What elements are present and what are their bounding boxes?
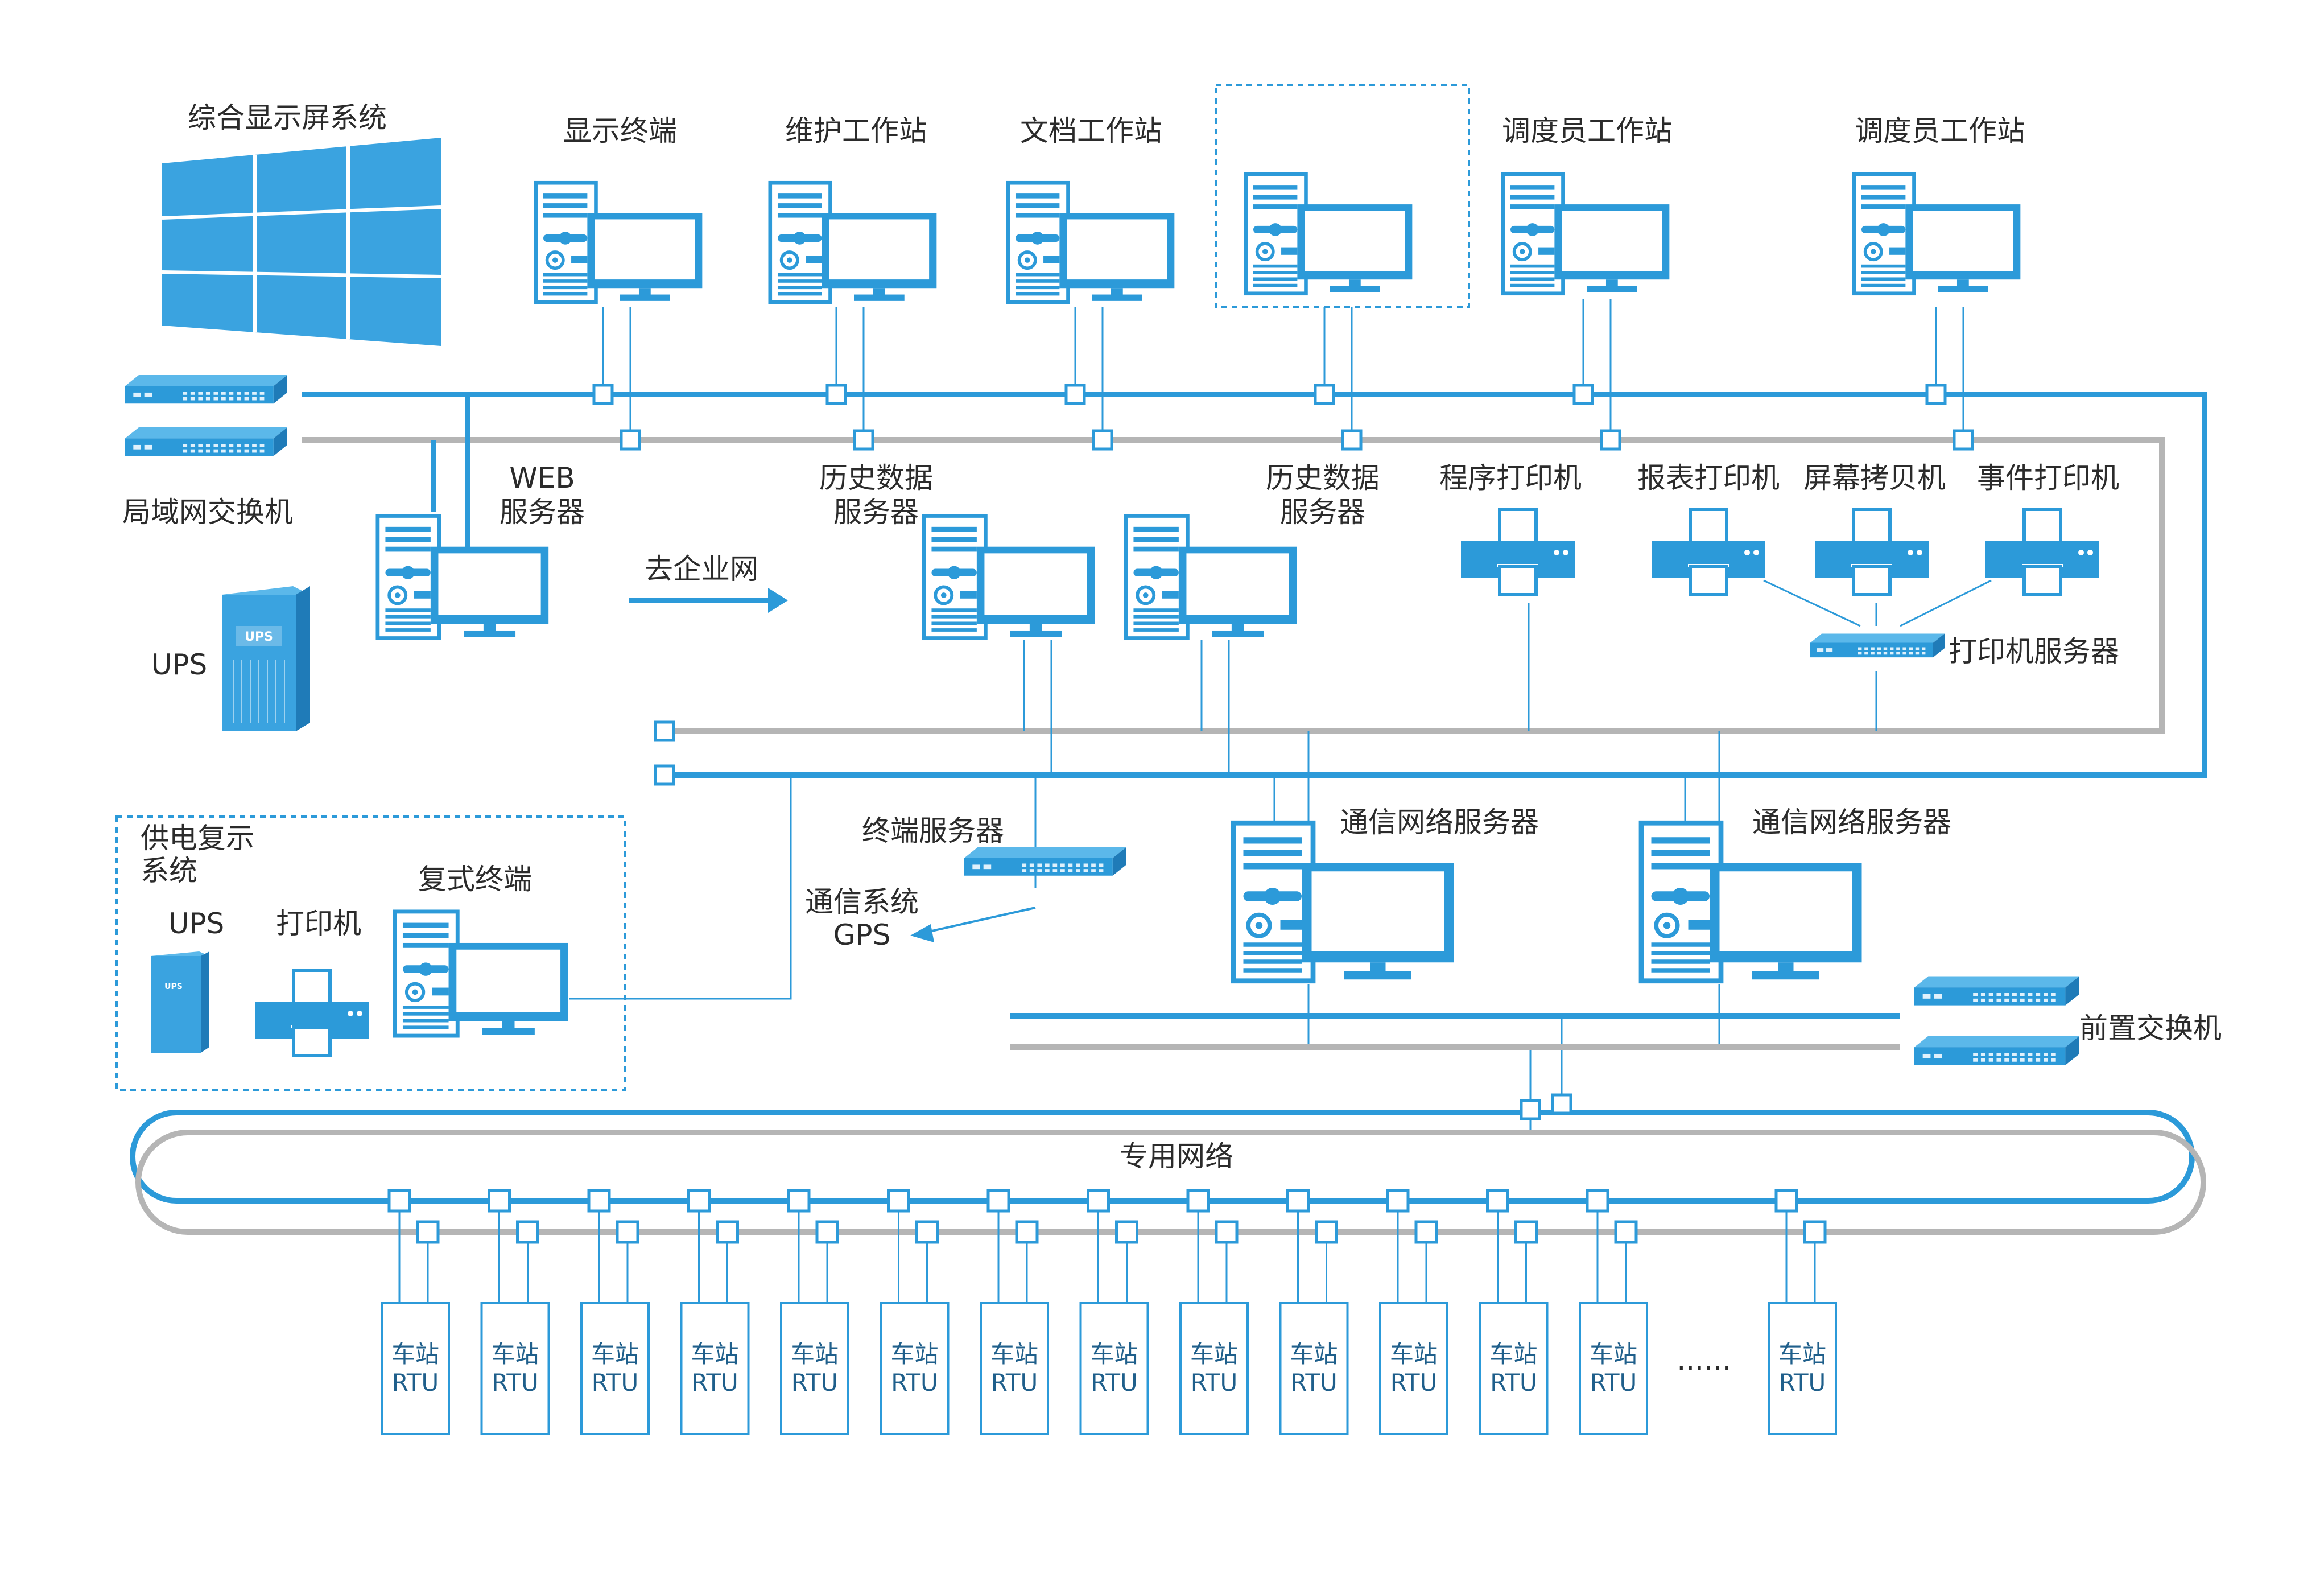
- rtu-node-blue: [488, 1189, 511, 1213]
- rtu-box: [480, 1302, 550, 1435]
- rtu-stations: [381, 1189, 1837, 1435]
- rtu-station: [1279, 1189, 1349, 1435]
- comm-server-pc-1: [1233, 823, 1454, 981]
- rtu-node-gray: [616, 1220, 639, 1244]
- rtu-box: [381, 1302, 450, 1435]
- rtu-node-blue: [1386, 1189, 1410, 1213]
- rtu-box: [1479, 1302, 1549, 1435]
- rtu-box: [1768, 1302, 1837, 1435]
- comm-server-pc-2: [1641, 823, 1862, 981]
- rtu-node-gray: [1315, 1220, 1338, 1244]
- display-wall: [162, 138, 441, 346]
- rtu-node-gray: [516, 1220, 539, 1244]
- small-printer-icon: [255, 970, 369, 1056]
- rtu-box: [880, 1302, 950, 1435]
- rtu-node-blue: [1087, 1189, 1110, 1213]
- rtu-station: [480, 1189, 550, 1435]
- rtu-station: [680, 1189, 750, 1435]
- ups-cabinet: UPS: [222, 586, 310, 731]
- dispatcher-ws-pc-1: [1503, 174, 1670, 294]
- rtu-box: [1279, 1302, 1349, 1435]
- print-server-icon: [1810, 633, 1945, 658]
- rtu-node-blue: [687, 1189, 711, 1213]
- rtu-node-blue: [1774, 1189, 1798, 1213]
- rtu-station: [381, 1189, 450, 1435]
- rtu-node-blue: [1486, 1189, 1509, 1213]
- history-server-a-pc: [924, 516, 1095, 638]
- rtu-station: [880, 1189, 950, 1435]
- rtu-node-blue: [1186, 1189, 1210, 1213]
- rtu-node-blue: [1286, 1189, 1310, 1213]
- screen-copier-icon: [1815, 509, 1929, 595]
- display-terminal-pc: [536, 183, 703, 302]
- private-network: [130, 1110, 2206, 1235]
- rtu-node-gray: [716, 1220, 739, 1244]
- lan-switch-icon-1: [125, 375, 287, 404]
- rtu-node-blue: [387, 1189, 411, 1213]
- web-server-pc: [378, 516, 548, 638]
- rtu-node-gray: [1215, 1220, 1239, 1244]
- lan-switch-icon-2: [125, 427, 287, 456]
- rtu-node-gray: [1015, 1220, 1039, 1244]
- rtu-node-gray: [1414, 1220, 1438, 1244]
- power-dup-box: [115, 815, 626, 1091]
- document-ws-pc: [1008, 183, 1175, 302]
- rtu-node-blue: [587, 1189, 611, 1213]
- to-enterprise-arrow: [629, 588, 788, 613]
- rtu-station: [1379, 1189, 1448, 1435]
- rtu-station: [580, 1189, 650, 1435]
- rtu-node-blue: [787, 1189, 811, 1213]
- rtu-station: [780, 1189, 849, 1435]
- dup-terminal-link: [569, 775, 1037, 1000]
- highlight-box: [1215, 84, 1470, 308]
- rtu-node-gray: [915, 1220, 939, 1244]
- highlight-pc: [1246, 174, 1413, 294]
- rtu-node-blue: [887, 1189, 910, 1213]
- rtu-station: [1479, 1189, 1549, 1435]
- ups-small-badge-text: UPS: [164, 982, 183, 991]
- ups-small: UPS: [151, 951, 209, 1053]
- rtu-box: [980, 1302, 1049, 1435]
- front-switch-icon-1: [1914, 976, 2079, 1006]
- lan-bus: [302, 392, 2207, 778]
- rtu-station: [1579, 1189, 1648, 1435]
- rtu-box: [680, 1302, 750, 1435]
- history-server-b-pc: [1126, 516, 1297, 638]
- rtu-box: [1179, 1302, 1249, 1435]
- rtu-node-gray: [1514, 1220, 1538, 1244]
- program-printer-icon: [1461, 509, 1575, 595]
- rtu-box: [780, 1302, 849, 1435]
- rtu-box: [1379, 1302, 1448, 1435]
- history-links: [1023, 579, 1992, 775]
- dup-terminal-pc: [395, 912, 568, 1036]
- report-printer-icon: [1652, 509, 1765, 595]
- event-printer-icon: [1985, 509, 2099, 595]
- maintenance-ws-pc: [770, 183, 937, 302]
- front-switch-icon-2: [1914, 1036, 2079, 1065]
- rtu-box: [1579, 1302, 1648, 1435]
- rtu-node-gray: [1115, 1220, 1138, 1244]
- rtu-station: [1768, 1189, 1837, 1435]
- to-gps-arrow: [910, 907, 1036, 942]
- ups-badge-text: UPS: [245, 630, 273, 644]
- rtu-node-gray: [1614, 1220, 1638, 1244]
- rtu-node-blue: [986, 1189, 1010, 1213]
- rtu-node-gray: [815, 1220, 839, 1244]
- rtu-station: [980, 1189, 1049, 1435]
- rtu-node-gray: [416, 1220, 440, 1244]
- rtu-station: [1079, 1189, 1149, 1435]
- dispatcher-ws-pc-2: [1854, 174, 2021, 294]
- rtu-station: [1179, 1189, 1249, 1435]
- rtu-box: [1079, 1302, 1149, 1435]
- terminal-server-icon: [964, 847, 1126, 876]
- rtu-node-blue: [1586, 1189, 1609, 1213]
- junction-nodes: [594, 385, 1972, 1119]
- rtu-node-gray: [1803, 1220, 1827, 1244]
- rtu-box: [580, 1302, 650, 1435]
- front-bus: [1010, 1013, 1900, 1050]
- workstation-connectors: [602, 299, 1964, 440]
